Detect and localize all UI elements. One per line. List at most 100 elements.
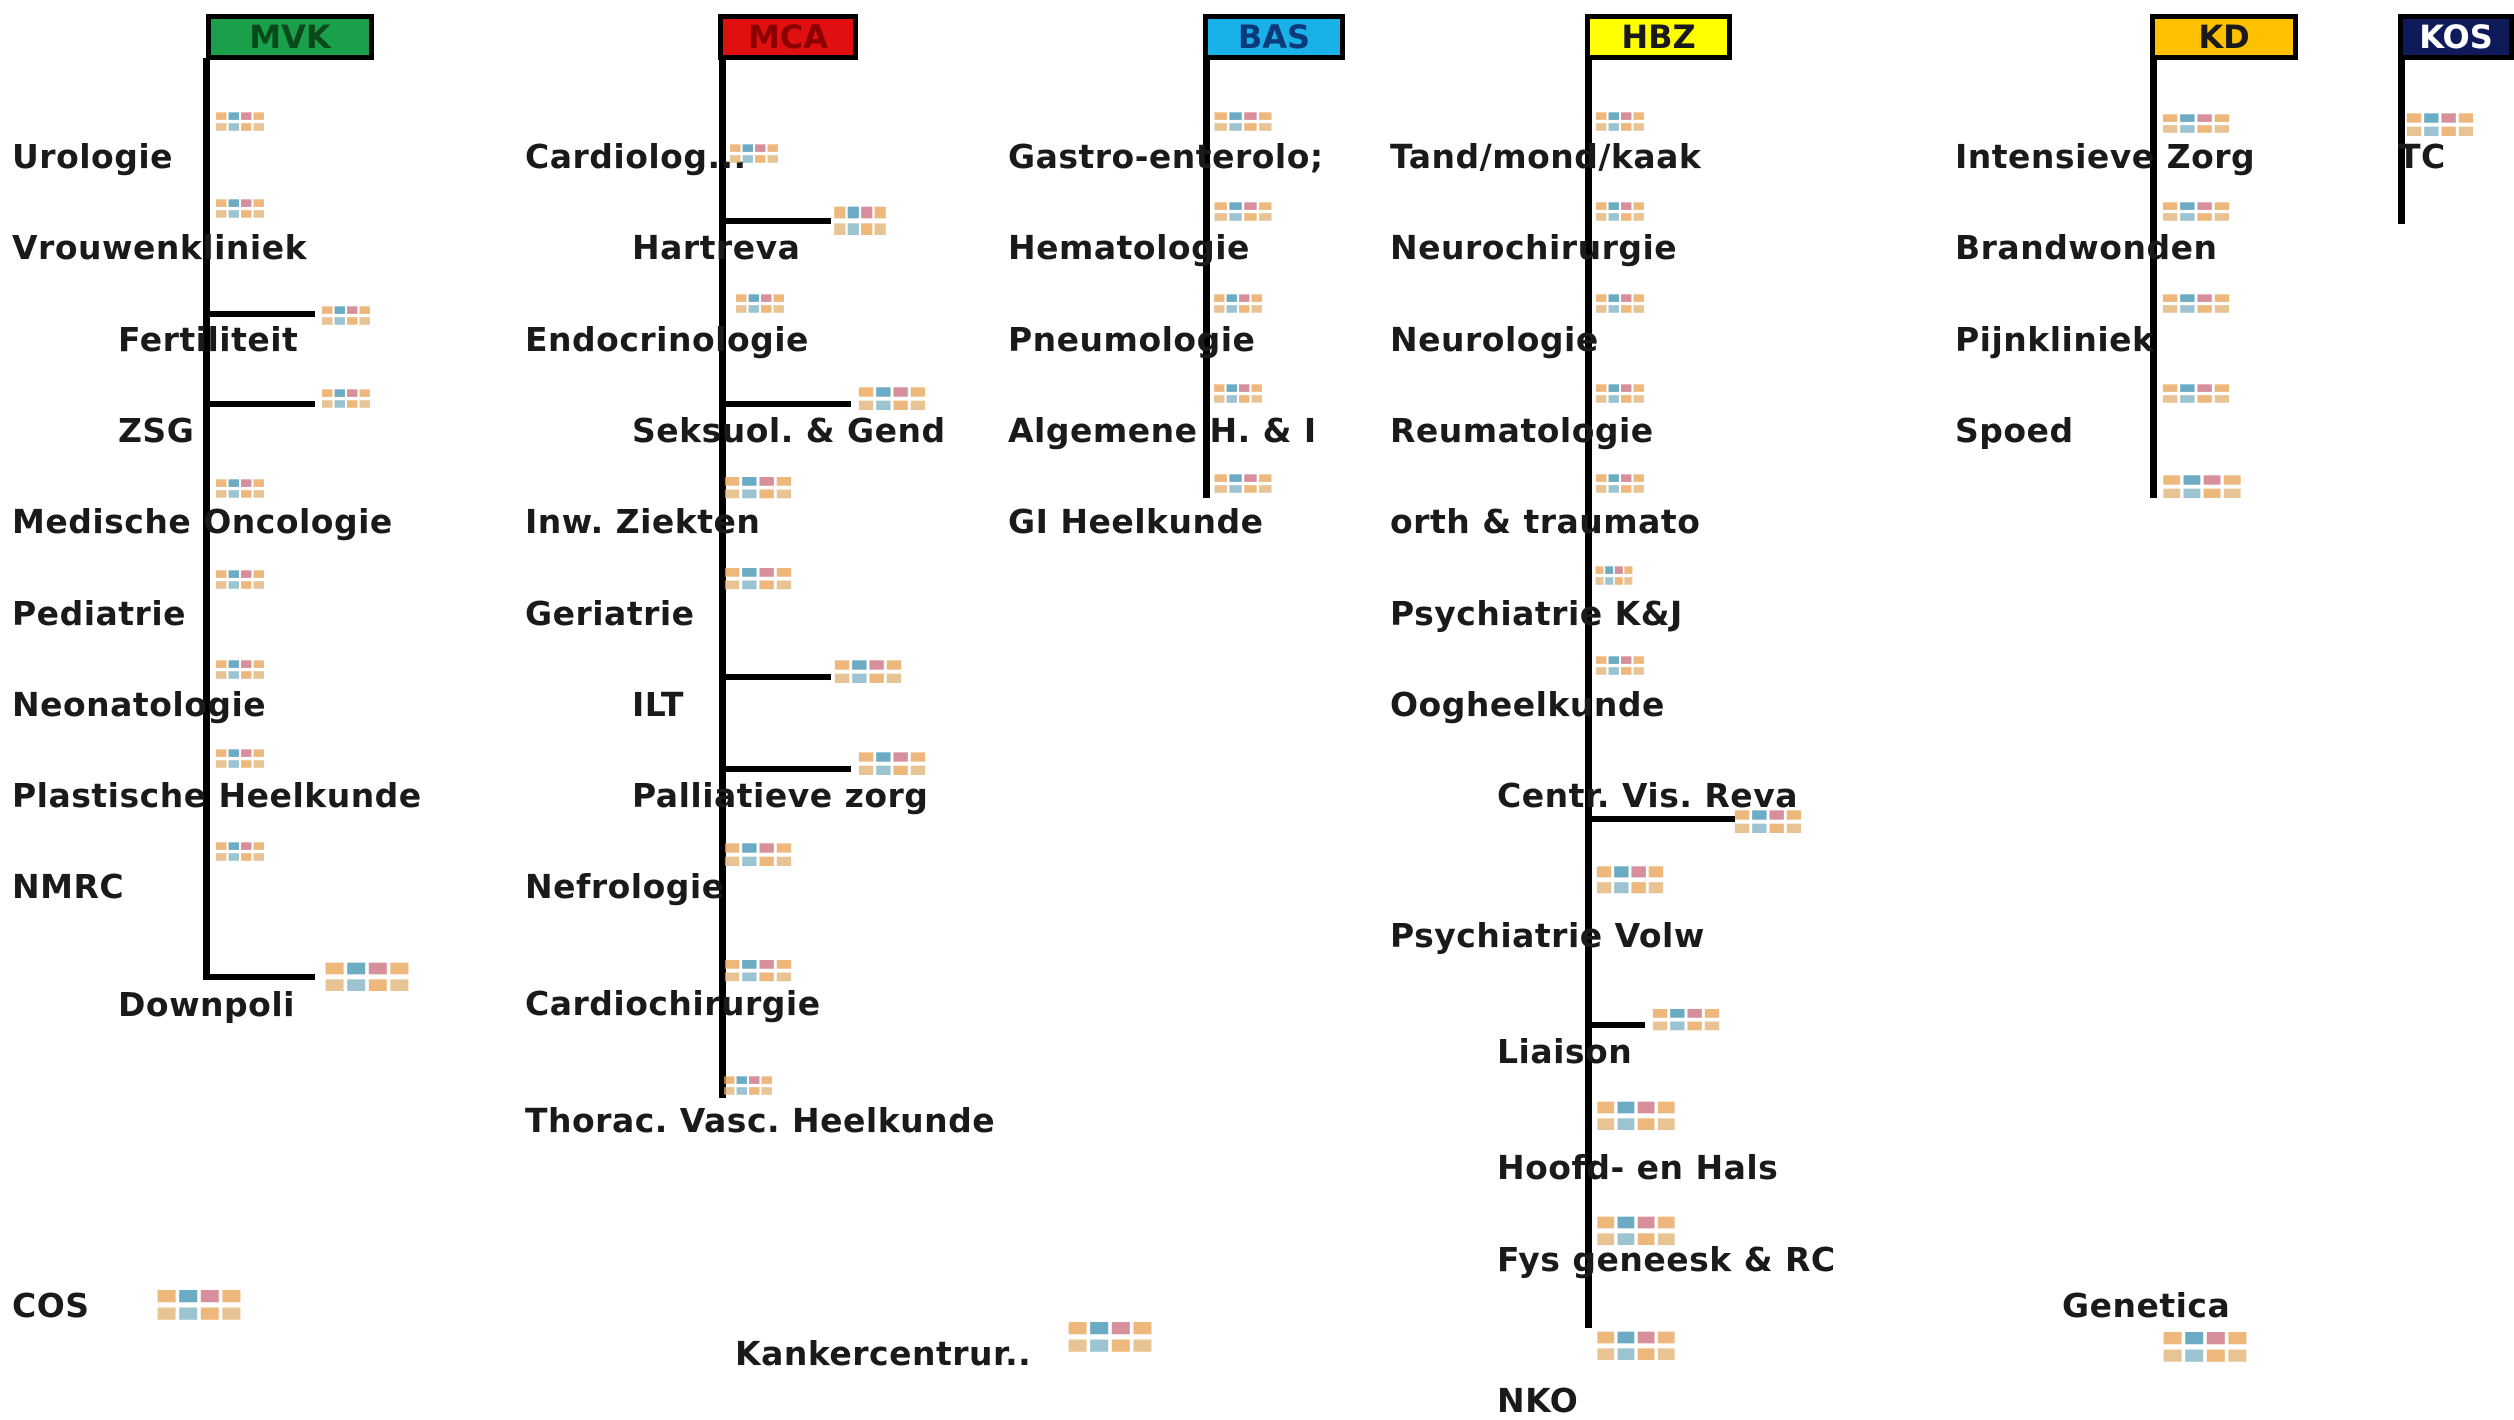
dept-nmrc: NMRC <box>12 867 125 906</box>
dept-liaison: Liaison <box>1497 1032 1633 1071</box>
header-hbz: HBZ <box>1585 14 1732 60</box>
header-mvk: MVK <box>206 14 374 60</box>
people-icon <box>722 955 794 985</box>
kd-trunk <box>2150 58 2157 498</box>
people-icon <box>734 290 786 316</box>
dept-pediatrie: Pediatrie <box>12 594 187 633</box>
dept-thorac-vasc: Thorac. Vasc. Heelkunde <box>525 1101 996 1140</box>
people-icon <box>214 108 266 134</box>
people-icon <box>856 382 928 414</box>
people-icon <box>722 472 794 502</box>
people-icon <box>1594 290 1646 316</box>
people-icon <box>722 1072 774 1098</box>
people-icon <box>856 747 928 779</box>
dept-hoofd-en-hals: Hoofd- en Hals <box>1497 1148 1779 1187</box>
people-icon <box>1212 290 1264 316</box>
dept-algemene-h: Algemene H. & I <box>1008 412 1317 450</box>
people-icon <box>1212 380 1264 406</box>
dept-neurochirurgie: Neurochirurgie <box>1390 228 1678 267</box>
mvk-branch-fertiliteit <box>203 311 315 317</box>
mvk-branch-zsg <box>203 401 315 407</box>
people-icon <box>1594 470 1646 496</box>
dept-zsg: ZSG <box>118 411 195 450</box>
hbz-branch-liaison <box>1585 1022 1645 1028</box>
people-icon <box>214 656 266 682</box>
dept-oogheelkunde: Oogheelkunde <box>1390 685 1665 724</box>
people-icon <box>214 745 266 771</box>
hbz-trunk <box>1585 58 1592 1328</box>
header-mca: MCA <box>718 14 858 60</box>
dept-tand-mond-kaak: Tand/mond/kaak <box>1390 137 1702 176</box>
people-icon <box>214 566 266 592</box>
people-icon <box>214 475 266 501</box>
dept-geriatrie: Geriatrie <box>525 594 695 633</box>
dept-pijnkliniek: Pijnkliniek <box>1955 320 2155 359</box>
header-bas: BAS <box>1203 14 1345 60</box>
dept-endocrinologie: Endocrinologie <box>525 320 809 359</box>
dept-centr-vis-reva: Centr. Vis. Reva <box>1497 776 1798 815</box>
people-icon <box>2160 290 2232 316</box>
mca-trunk <box>719 58 726 1098</box>
dept-hartreva: Hartreva <box>632 228 801 267</box>
people-icon <box>1594 198 1646 224</box>
dept-plastische-heelkunde: Plastische Heelkunde <box>12 776 422 815</box>
dept-intensieve-zorg: Intensieve Zorg <box>1955 137 2256 176</box>
people-icon <box>1594 562 1634 588</box>
people-icon <box>1594 108 1646 134</box>
people-icon <box>2160 470 2244 502</box>
dept-gastro: Gastro-enterolo; <box>1008 138 1324 176</box>
dept-spoed: Spoed <box>1955 411 2074 450</box>
bas-trunk <box>1203 58 1210 498</box>
dept-genetica: Genetica <box>2062 1286 2231 1325</box>
dept-kankercentrum: Kankercentrur.. <box>735 1334 1032 1373</box>
people-icon <box>214 195 266 221</box>
people-icon <box>1594 860 1666 898</box>
hbz-branch-centr-vis <box>1585 816 1735 822</box>
people-icon <box>2160 198 2232 224</box>
dept-fertiliteit: Fertiliteit <box>118 320 299 359</box>
people-icon <box>154 1283 244 1325</box>
people-icon <box>1594 652 1646 678</box>
people-icon <box>1732 805 1804 837</box>
dept-tc: TC <box>2398 137 2446 176</box>
people-icon <box>1594 380 1646 406</box>
people-icon <box>320 302 372 328</box>
mca-branch-seksuol <box>719 401 851 407</box>
people-icon <box>1594 1325 1678 1365</box>
people-icon <box>832 655 904 687</box>
dept-nefrologie: Nefrologie <box>525 867 725 906</box>
people-icon <box>1650 1004 1722 1034</box>
mvk-trunk <box>203 58 210 978</box>
dept-nko: NKO <box>1497 1381 1579 1420</box>
dept-palliatieve-zorg: Palliatieve zorg <box>632 776 929 815</box>
people-icon <box>2160 110 2232 136</box>
dept-pneumologie: Pneumologie <box>1008 320 1256 359</box>
mca-branch-palliatief <box>719 766 851 772</box>
kos-trunk <box>2398 58 2405 224</box>
dept-neonatologie: Neonatologie <box>12 685 267 724</box>
dept-hematologie: Hematologie <box>1008 228 1250 267</box>
mca-branch-ilt <box>719 674 831 680</box>
dept-ilt: ILT <box>632 685 684 724</box>
people-icon <box>2404 108 2476 140</box>
header-kos: KOS <box>2398 14 2514 60</box>
dept-cos: COS <box>12 1286 90 1325</box>
dept-fys-geneesk: Fys geneesk & RC <box>1497 1240 1836 1279</box>
people-icon <box>322 956 412 996</box>
dept-downpoli: Downpoli <box>118 985 295 1024</box>
people-icon <box>728 140 780 166</box>
dept-medische-oncologie: Medische Oncologie <box>12 502 393 541</box>
people-icon <box>214 838 266 864</box>
dept-vrouwenkliniek: Vrouwenkliniek <box>12 228 308 267</box>
header-kd: KD <box>2150 14 2298 60</box>
people-icon <box>320 385 372 411</box>
dept-psychiatrie-volw: Psychiatrie Volw <box>1390 916 1705 955</box>
people-icon <box>2160 380 2232 406</box>
dept-psychiatrie-kj: Psychiatrie K&J <box>1390 594 1683 633</box>
people-icon <box>1594 1210 1678 1250</box>
dept-reumatologie: Reumatologie <box>1390 411 1654 450</box>
dept-cardiologie: Cardiolog... <box>525 137 747 176</box>
people-icon <box>1212 198 1274 224</box>
people-icon <box>1212 470 1274 496</box>
